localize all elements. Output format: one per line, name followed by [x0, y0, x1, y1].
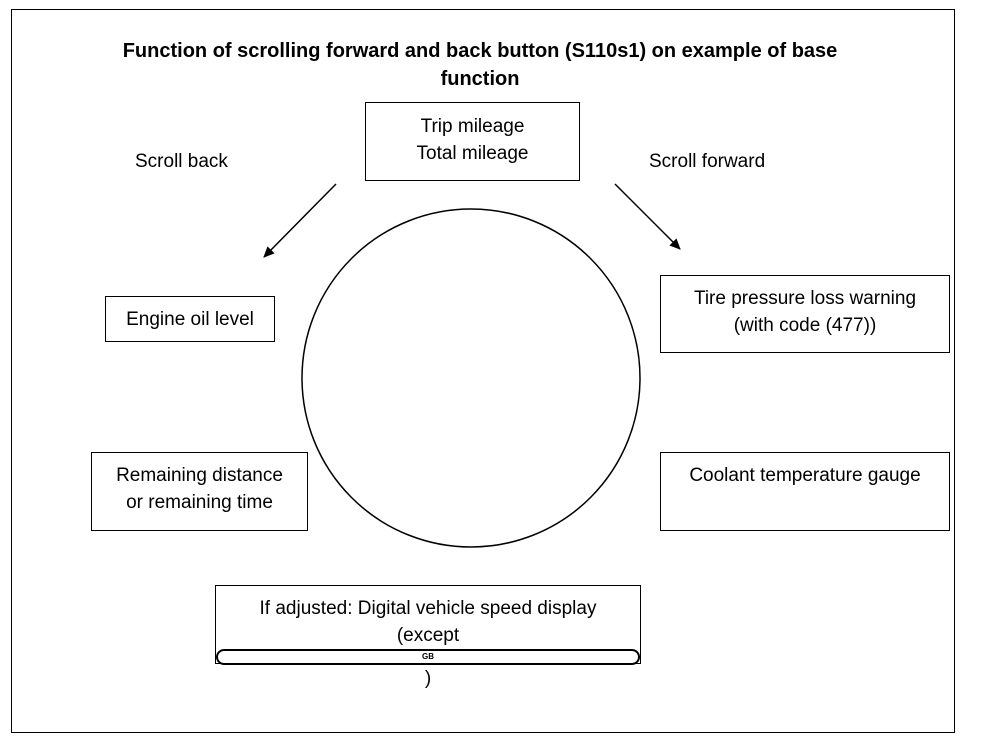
scroll-forward-label: Scroll forward [649, 151, 766, 172]
scroll-back-label: Scroll back [135, 151, 228, 172]
digital-speed-text: If adjusted: Digital vehicle speed displ… [259, 598, 597, 619]
engine-oil-level-box: Engine oil level [105, 296, 275, 342]
coolant-temperature-box: Coolant temperature gauge [660, 452, 950, 531]
remaining-distance-text: Remaining distance [116, 465, 283, 486]
except-gb-line: (except GB) [216, 622, 640, 692]
title-line-2: function [440, 68, 520, 90]
engine-oil-level-text: Engine oil level [126, 309, 254, 330]
total-mileage-text: Total mileage [416, 143, 529, 164]
tire-code-text: (with code (477)) [733, 315, 877, 336]
trip-total-mileage-box: Trip mileage Total mileage [365, 102, 580, 181]
tire-pressure-warning-box: Tire pressure loss warning (with code (4… [660, 275, 950, 353]
except-prefix-text: (except [396, 625, 460, 646]
trip-mileage-text: Trip mileage [420, 116, 525, 137]
coolant-temperature-text: Coolant temperature gauge [689, 465, 921, 486]
scroll-back-arrow [263, 183, 337, 258]
digital-speed-display-box: If adjusted: Digital vehicle speed displ… [215, 585, 641, 689]
diagram-frame [11, 9, 955, 733]
remaining-time-text: or remaining time [126, 492, 273, 513]
scroll-forward-arrow [614, 183, 681, 250]
except-suffix-text: ) [424, 668, 432, 689]
tire-pressure-text: Tire pressure loss warning [693, 288, 917, 309]
cycle-circle [301, 208, 641, 548]
title-line-1: Function of scrolling forward and back b… [122, 40, 838, 62]
remaining-distance-box: Remaining distance or remaining time [91, 452, 308, 531]
diagram-title: Function of scrolling forward and back b… [60, 37, 900, 93]
gb-country-badge: GB [216, 649, 640, 665]
